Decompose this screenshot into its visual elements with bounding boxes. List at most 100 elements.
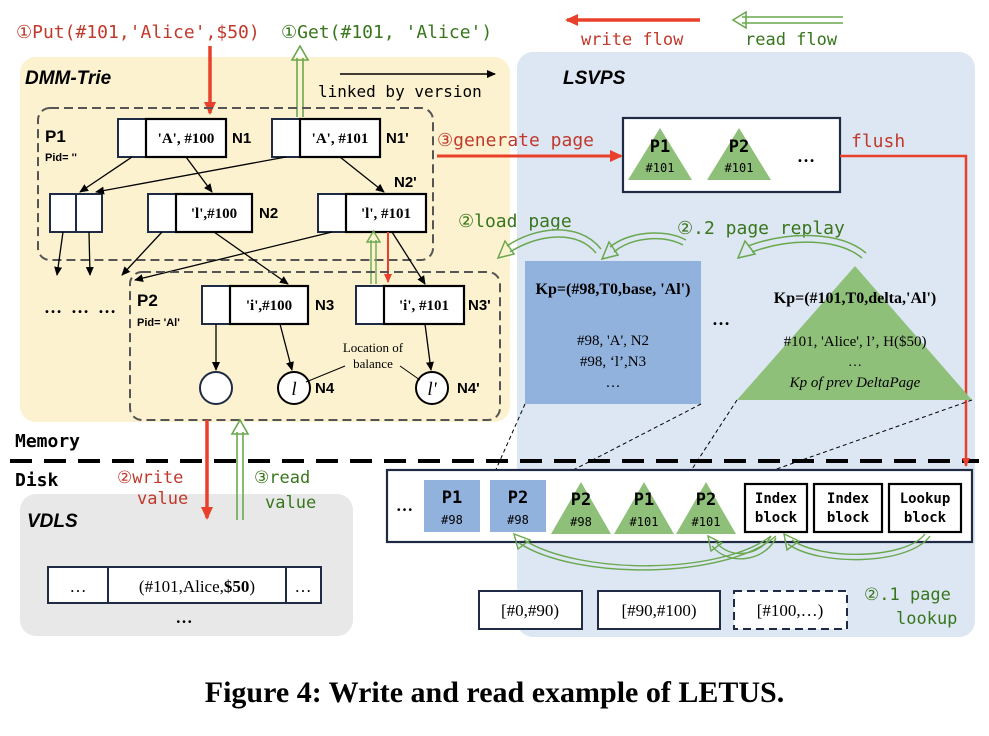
write-flow-legend-label: write flow xyxy=(581,30,684,50)
disk-block-0-line1: Index xyxy=(755,491,798,507)
lsvps-label: LSVPS xyxy=(563,68,626,89)
location-of-balance-line2: balance xyxy=(353,356,393,371)
n4-prime-label: N4' xyxy=(457,380,480,397)
figure-caption: Figure 4: Write and read example of LETU… xyxy=(204,676,785,709)
range-box-1 xyxy=(597,590,721,630)
index-arc-a xyxy=(523,535,772,567)
disk-block-index-2: Index block xyxy=(812,482,884,534)
vdls-entry: (#101,Alice,$50) xyxy=(139,577,255,596)
index-arc-d xyxy=(711,537,777,560)
range-box-0 xyxy=(478,590,583,630)
trie-page-p1 xyxy=(37,107,434,261)
memory-region xyxy=(20,57,510,422)
trie-child-box-a xyxy=(49,193,77,233)
edge-n2-n3 xyxy=(213,231,289,285)
edge-leftbox-dots-a xyxy=(54,231,64,276)
buffer-p2-name: P2 xyxy=(729,137,749,157)
disk-page-0-name: P1 xyxy=(442,488,462,508)
page-replay-arrow-right-head xyxy=(736,239,757,260)
trie-dots-row: … … … xyxy=(44,297,116,317)
n3-key: 'i',#100 xyxy=(246,298,292,314)
index-arc-head-2 xyxy=(707,534,724,553)
index-arc-head xyxy=(512,532,532,551)
p2-pid: Pid= 'Al' xyxy=(137,317,180,329)
page-replay-arrow-right-a xyxy=(751,241,863,259)
disk-page-2: P2 #98 xyxy=(551,482,611,534)
disk-page-1-version: #98 xyxy=(507,513,529,527)
page-replay-arrow-right-b xyxy=(747,234,867,254)
load-page-arrow-a xyxy=(509,236,597,254)
range-box-2 xyxy=(733,590,848,630)
disk-block-0-line2: block xyxy=(755,510,798,526)
vdls-below-dots: … xyxy=(176,608,193,627)
edge-leftbox-dots-b xyxy=(85,231,94,276)
projection-delta-left xyxy=(682,399,738,484)
disk-page-1-name: P2 xyxy=(508,488,528,508)
n4-label: N4 xyxy=(315,380,335,397)
write-value-label-1: ②write xyxy=(117,468,183,488)
disk-leading-dots: … xyxy=(396,496,413,515)
range-1: [#90,#100) xyxy=(621,601,696,620)
disk-page-3: P1 #101 xyxy=(614,482,674,534)
trie-child-box-b xyxy=(75,193,103,233)
disk-block-index-1: Index block xyxy=(743,482,809,534)
vdls-log: … (#101,Alice,$50) … … xyxy=(47,566,322,627)
memory-label: Memory xyxy=(15,431,80,452)
delta-page-header: Kp=(#101,T0,delta,'Al') xyxy=(774,290,936,307)
get-arrow-head xyxy=(290,44,310,61)
node-n1: 'A', #100 N1 xyxy=(117,117,251,159)
range-0: [#0,#90) xyxy=(501,601,559,620)
page-lookup-label-2: lookup xyxy=(896,609,957,629)
trie-page-p2 xyxy=(129,271,501,421)
node-n2-prime: 'l', #101 N2' xyxy=(317,174,428,234)
mid-dots: … xyxy=(712,309,730,329)
disk-page-2-name: P2 xyxy=(571,490,591,510)
index-arc-c xyxy=(715,535,772,555)
load-page-arrow-b xyxy=(506,229,602,250)
disk-block-2-line1: Lookup xyxy=(900,491,951,507)
n3-label: N3 xyxy=(315,297,334,314)
disk-page-3-version: #101 xyxy=(630,515,659,529)
lookup-arc-b xyxy=(787,535,931,561)
write-value-label-2: value xyxy=(137,489,188,509)
leaf-n4-prime-symbol: l' xyxy=(427,379,437,400)
edge-n3p-leaf-n4p xyxy=(424,323,434,371)
n3-prime-label: N3' xyxy=(468,297,491,314)
disk-page-4: P2 #101 xyxy=(676,482,736,534)
load-page-label: ②load page xyxy=(458,211,572,232)
vdls-label: VDLS xyxy=(27,511,78,532)
edge-n2-dots xyxy=(121,231,163,276)
n1-label: N1 xyxy=(232,130,251,147)
lookup-arc-a xyxy=(791,533,926,556)
leaf-n4 xyxy=(277,371,311,405)
p1-label: P1 xyxy=(45,127,66,146)
base-page-detail xyxy=(525,261,701,404)
dmm-trie-label: DMM-Trie xyxy=(25,68,112,89)
edge-n2p-dots xyxy=(134,231,333,282)
base-page-row-3: … xyxy=(606,375,621,391)
disk-block-2-line2: block xyxy=(904,510,947,526)
edge-n2p-n3p xyxy=(391,231,426,285)
linked-by-version-label: linked by version xyxy=(318,82,482,101)
n1-prime-label: N1' xyxy=(386,130,409,147)
edge-n3-leaf-n4 xyxy=(279,323,294,371)
page-replay-label: ②.2 page replay xyxy=(677,218,845,239)
flush-arrow xyxy=(840,154,970,467)
p1-pid: Pid= '' xyxy=(45,152,77,164)
leaf-n4-symbol: l xyxy=(291,379,296,400)
disk-page-1: P2 #98 xyxy=(490,480,546,532)
disk-page-4-version: #101 xyxy=(692,515,721,529)
page-lookup-label-1: ②.1 page xyxy=(864,585,951,605)
page-replay-arrow-left-b xyxy=(609,232,687,248)
disk-page-2-version: #98 xyxy=(570,515,592,529)
generate-page-label: ③generate page xyxy=(437,130,594,151)
delta-page-row-1: #101, 'Alice', l’, H($50) xyxy=(784,334,927,350)
get-operation: ①Get(#101, 'Alice') xyxy=(281,22,492,43)
edge-n1-n2 xyxy=(185,156,213,193)
page-replay-arrow-left-a xyxy=(613,238,684,253)
read-arrow-n3p-n2p-head xyxy=(365,229,382,243)
disk-block-1-line1: Index xyxy=(827,491,870,507)
n2-label: N2 xyxy=(259,205,278,222)
node-n3-prime: 'i', #101 N3' xyxy=(355,284,491,326)
